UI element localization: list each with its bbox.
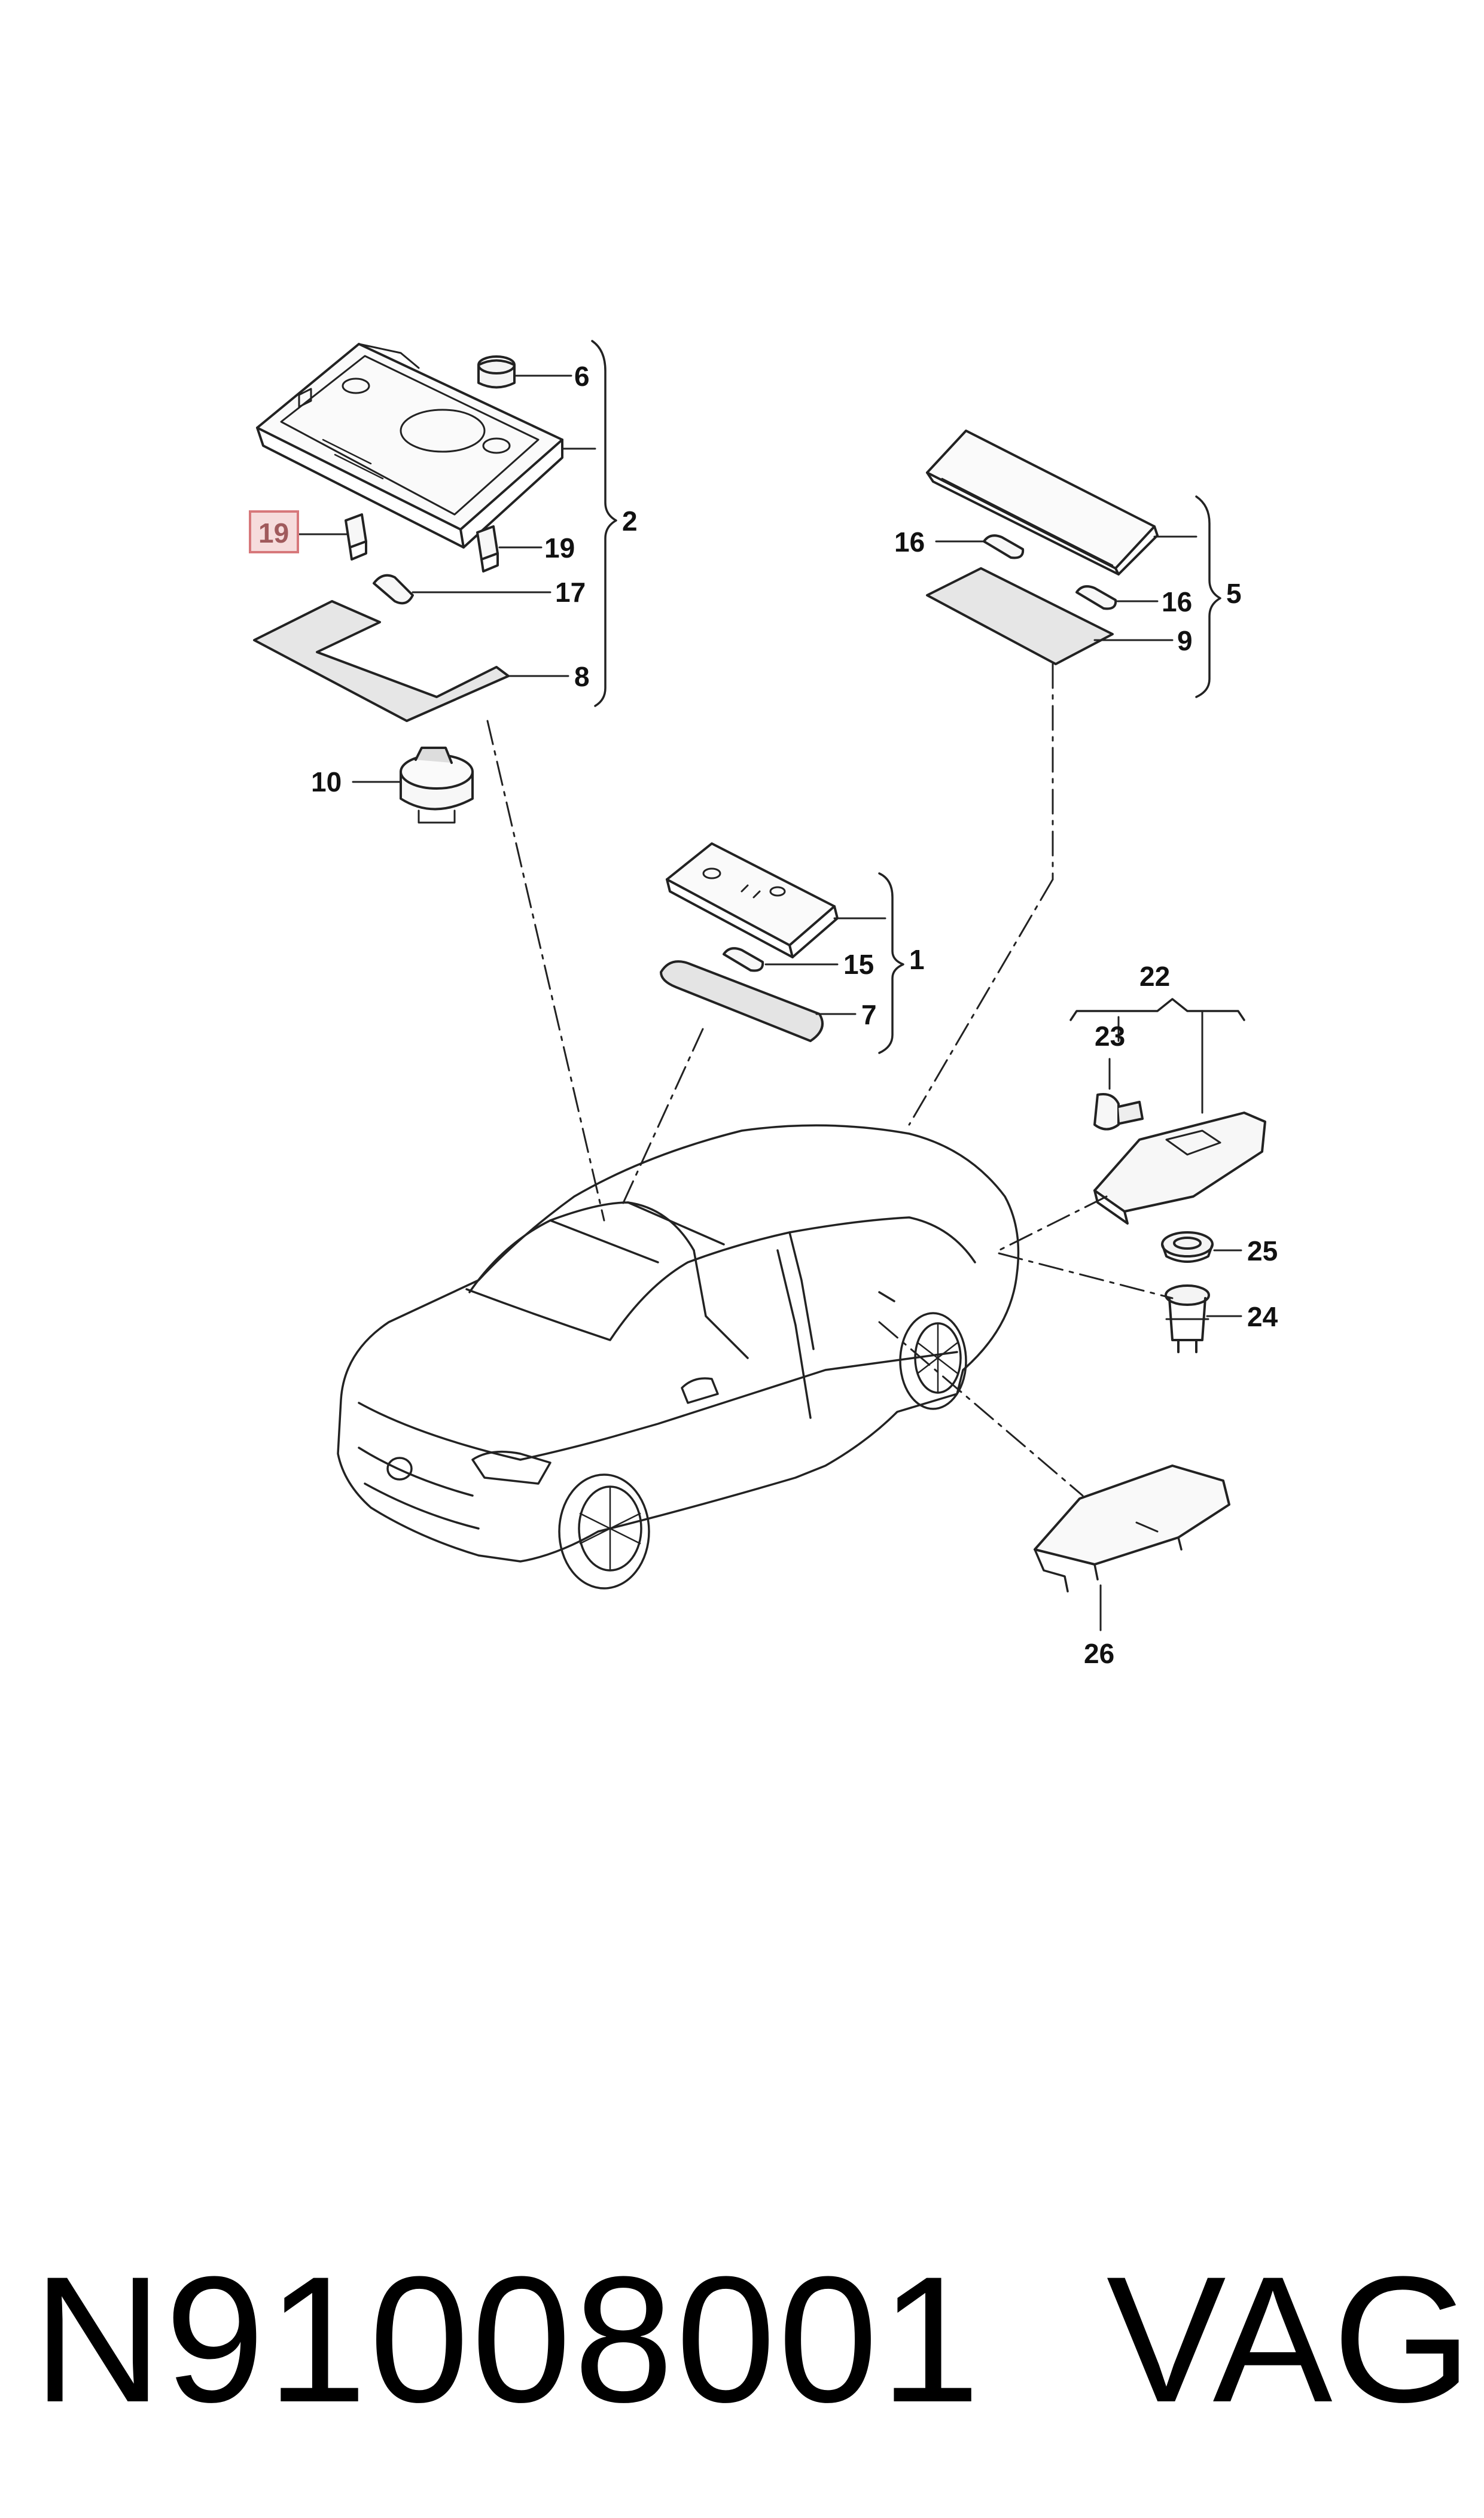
interior-light-housing: [666, 842, 839, 958]
boot-light-housing: [1093, 1112, 1266, 1225]
callout-19-left[interactable]: 19: [258, 517, 289, 549]
leader-lines: [486, 663, 1174, 1497]
highlight-box-19: [249, 510, 299, 553]
grommet-25: [1161, 1231, 1214, 1263]
brand-name: VAG: [1106, 2239, 1472, 2440]
callout-16-right[interactable]: 16: [1162, 586, 1192, 617]
bracket-22: [1069, 998, 1245, 1021]
bracket-1: [878, 872, 904, 1054]
callout-19-right[interactable]: 19: [544, 532, 575, 564]
bulb-15: [723, 947, 764, 972]
bracket-2: [591, 340, 617, 707]
reading-light-housing: [926, 430, 1159, 576]
screw-6: [477, 355, 516, 389]
footer: N91008001 VAG: [0, 2213, 1484, 2465]
callout-17[interactable]: 17: [555, 577, 586, 608]
callout-24[interactable]: 24: [1247, 1301, 1278, 1332]
callout-10[interactable]: 10: [311, 766, 342, 797]
callout-23[interactable]: 23: [1095, 1021, 1125, 1052]
contact-switch-24: [1165, 1284, 1210, 1353]
callout-5[interactable]: 5: [1226, 578, 1242, 609]
callout-25[interactable]: 25: [1247, 1235, 1278, 1266]
bracket-5: [1195, 495, 1221, 698]
lens-8: [253, 600, 510, 722]
callout-26[interactable]: 26: [1084, 1638, 1114, 1669]
callout-7[interactable]: 7: [861, 999, 877, 1030]
switch-10: [400, 747, 474, 824]
front-wheel: [558, 1473, 650, 1590]
lens-7: [660, 960, 824, 1042]
callout-6[interactable]: 6: [574, 361, 590, 392]
parts-diagram: 6 2 19 19 17 8 10 16 16 5 9 15 1 7 22 23…: [249, 340, 1278, 1669]
overhead-console-housing: [256, 343, 563, 549]
car-illustration: [337, 1124, 1020, 1590]
bulb-17: [373, 574, 414, 605]
callout-16-left[interactable]: 16: [894, 526, 925, 558]
glovebox-light-26: [1034, 1464, 1230, 1593]
callout-15[interactable]: 15: [843, 949, 874, 980]
rear-wheel: [899, 1312, 967, 1410]
bulb-19-right: [476, 525, 499, 573]
bulb-16-left: [983, 534, 1025, 559]
callout-8[interactable]: 8: [574, 661, 590, 692]
callout-1[interactable]: 1: [909, 944, 925, 975]
callout-2[interactable]: 2: [622, 506, 638, 537]
callout-9[interactable]: 9: [1177, 625, 1193, 656]
part-number: N91008001: [33, 2239, 983, 2440]
bulb-19-left: [345, 513, 367, 561]
lens-9: [926, 567, 1114, 665]
callout-22[interactable]: 22: [1139, 961, 1170, 992]
bulb-23: [1093, 1093, 1144, 1131]
bulb-16-right: [1075, 585, 1117, 610]
